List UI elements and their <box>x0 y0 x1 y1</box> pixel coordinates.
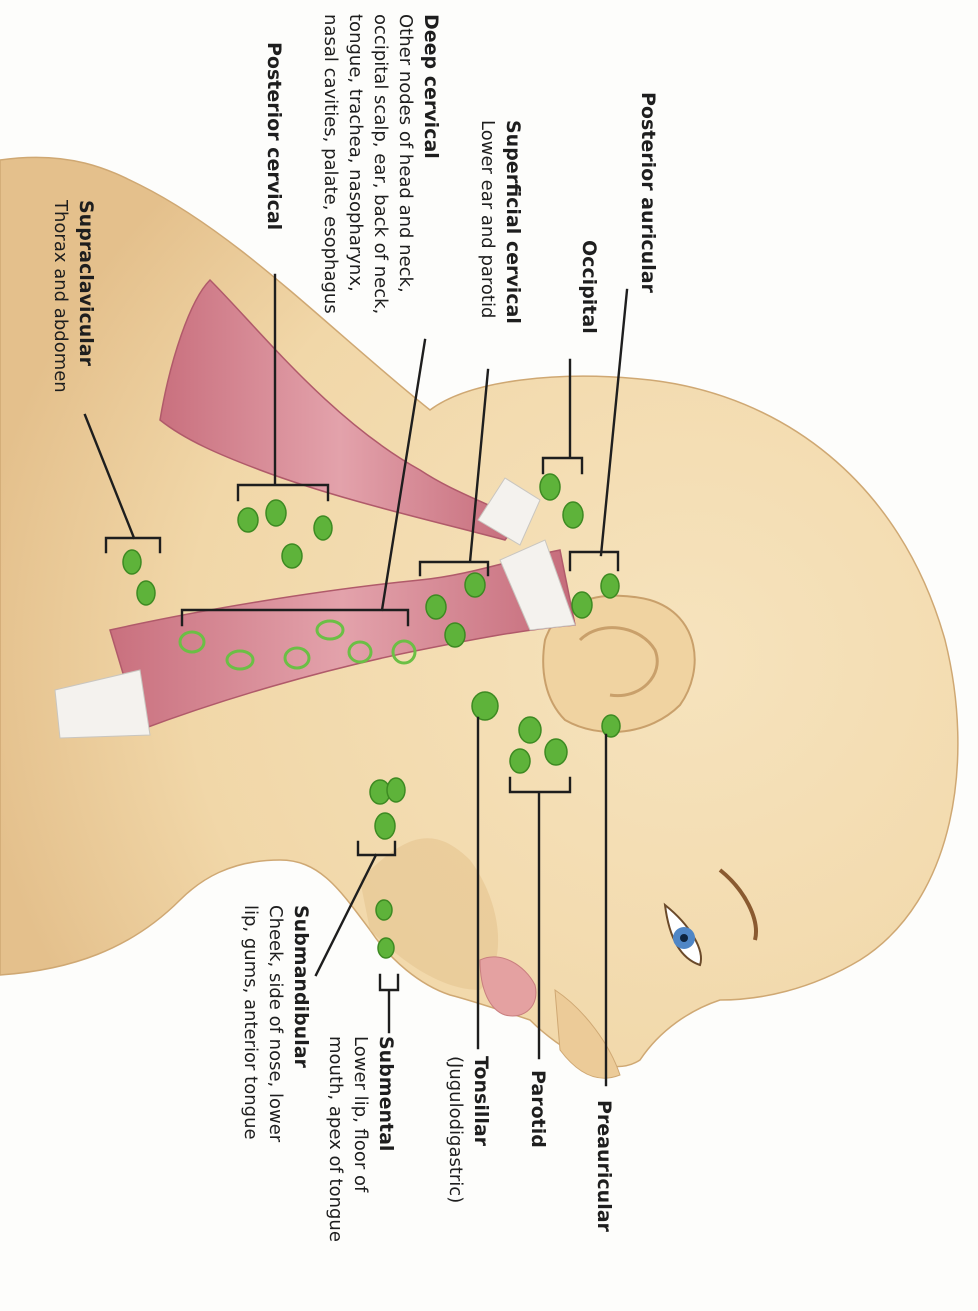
label-title: Preauricular <box>593 1100 615 1233</box>
lymph-node <box>572 592 592 618</box>
label-line: lip, gums, anterior tongue <box>240 905 261 1140</box>
label-posterior-auricular: Posterior auricular <box>637 92 659 294</box>
label-title: Tonsillar <box>470 1056 492 1147</box>
lymph-node <box>375 813 395 839</box>
lymph-node <box>314 516 332 540</box>
label-submental: Submental Lower lip, floor of mouth, ape… <box>325 1036 397 1242</box>
label-occipital: Occipital <box>578 240 600 334</box>
label-title: Posterior cervical <box>263 42 285 230</box>
lymph-node <box>266 500 286 526</box>
label-tonsillar: Tonsillar (Jugulodigastric) <box>445 1056 492 1203</box>
lymph-node <box>445 623 465 647</box>
label-posterior-cervical: Posterior cervical <box>263 42 285 230</box>
lymph-node <box>465 573 485 597</box>
lymph-node <box>282 544 302 568</box>
lymph-node <box>426 595 446 619</box>
label-superficial-cervical: Superficial cervical Lower ear and parot… <box>477 120 524 324</box>
label-deep-cervical: Deep cervical Other nodes of head and ne… <box>320 14 442 314</box>
label-line: nasal cavities, palate, esophagus <box>320 14 341 314</box>
label-line: Other nodes of head and neck, <box>395 14 416 293</box>
label-title: Deep cervical <box>420 14 442 159</box>
label-title: Submandibular <box>290 905 312 1069</box>
label-title: Posterior auricular <box>637 92 659 294</box>
label-title: Occipital <box>578 240 600 334</box>
lymph-node <box>519 717 541 743</box>
lymph-node <box>238 508 258 532</box>
label-title: Superficial cervical <box>502 120 524 324</box>
lymph-node <box>540 474 560 500</box>
label-line: occipital scalp, ear, back of neck, <box>370 14 391 314</box>
label-parotid: Parotid <box>527 1070 549 1148</box>
label-preauricular: Preauricular <box>593 1100 615 1233</box>
label-submandibular: Submandibular Cheek, side of nose, lower… <box>240 905 312 1143</box>
lymph-node <box>563 502 583 528</box>
lymph-node <box>601 574 619 598</box>
lymph-node <box>376 900 392 920</box>
label-title: Parotid <box>527 1070 549 1148</box>
label-title: Supraclavicular <box>75 200 97 367</box>
label-line: Thorax and abdomen <box>50 199 71 393</box>
lymph-node <box>510 749 530 773</box>
lymph-node <box>387 778 405 802</box>
label-line: Lower lip, floor of <box>350 1036 371 1193</box>
label-line: Cheek, side of nose, lower <box>265 905 286 1143</box>
lymph-node <box>472 692 498 720</box>
label-line: Lower ear and parotid <box>477 120 498 318</box>
label-line: tongue, trachea, nasopharynx, <box>345 14 366 292</box>
label-line: (Jugulodigastric) <box>445 1056 466 1203</box>
lymph-node <box>123 550 141 574</box>
lymph-node <box>378 938 394 958</box>
label-line: mouth, apex of tongue <box>325 1036 346 1242</box>
lymph-node <box>602 715 620 737</box>
lymph-node <box>137 581 155 605</box>
lymph-node <box>545 739 567 765</box>
label-title: Submental <box>375 1036 397 1151</box>
